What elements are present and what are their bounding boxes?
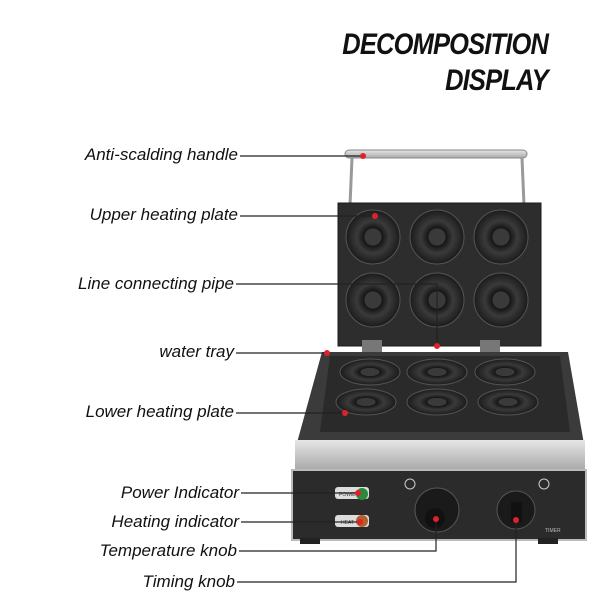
donut-mold-center — [356, 397, 376, 407]
label-lower-heating-plate: Lower heating plate — [85, 402, 234, 421]
title-line-1: DECOMPOSITION — [342, 28, 549, 61]
handle — [344, 149, 528, 206]
timer-text: TIMER — [545, 528, 561, 534]
donut-mold-center — [427, 397, 447, 407]
leader-lines — [236, 155, 517, 583]
marker-lower-plate — [342, 410, 348, 416]
marker-timing — [513, 517, 519, 523]
donut-mold-center — [364, 291, 382, 309]
label-line-connecting-pipe: Line connecting pipe — [78, 274, 234, 293]
donut-mold-center — [428, 228, 446, 246]
title-line-2: DISPLAY — [445, 64, 549, 97]
marker-power — [355, 490, 361, 496]
marker-temperature — [433, 516, 439, 522]
power-indicator-text: POWER — [339, 492, 358, 498]
donut-mold-center — [495, 367, 515, 377]
label-anti-scalding-handle: Anti-scalding handle — [84, 145, 238, 164]
marker-pipe — [434, 343, 440, 349]
label-power-indicator: Power Indicator — [120, 483, 239, 502]
donut-mold-center — [498, 397, 518, 407]
donut-mold-center — [492, 291, 510, 309]
marker-dots — [324, 153, 519, 525]
label-temperature-knob: Temperature knob — [99, 541, 237, 560]
marker-heating — [357, 519, 363, 525]
upper-heating-plate — [337, 202, 542, 354]
donut-mold-center — [364, 228, 382, 246]
lower-base: POWER HEAT TIMER — [291, 352, 587, 544]
marker-water-tray — [324, 350, 330, 356]
marker-upper-plate — [372, 213, 378, 219]
donut-mold-center — [492, 228, 510, 246]
label-timing-knob: Timing knob — [142, 572, 235, 591]
marker-handle — [360, 153, 366, 159]
label-water-tray: water tray — [159, 342, 234, 361]
label-upper-heating-plate: Upper heating plate — [89, 205, 238, 224]
label-heating-indicator: Heating indicator — [111, 512, 239, 531]
donut-mold-center — [360, 367, 380, 377]
donut-mold-center — [427, 367, 447, 377]
heating-indicator-text: HEAT — [341, 520, 354, 526]
